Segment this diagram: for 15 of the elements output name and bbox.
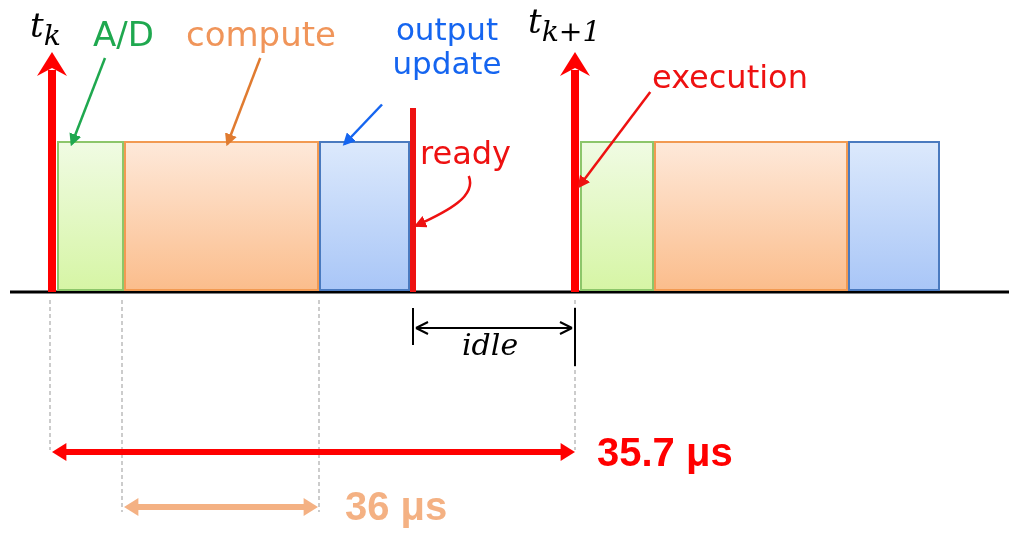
- annotation-label: A/D: [93, 16, 173, 56]
- dimension-label: 36 μs: [345, 486, 448, 526]
- dimension-label: 35.7 μs: [597, 432, 733, 472]
- dimension-label: idle: [462, 330, 519, 360]
- annotation-label: compute: [186, 16, 351, 56]
- leader-arrow: [225, 57, 262, 147]
- time-label: t$_{k}$: [30, 8, 61, 51]
- annotation-label: ready: [420, 136, 526, 176]
- annotation-label: output update: [382, 12, 512, 86]
- leader-arrow: [413, 175, 472, 228]
- time-label: t$_{k+1}$: [528, 4, 601, 47]
- leader-arrow: [69, 57, 107, 147]
- leader-arrow: [577, 91, 652, 189]
- annotation-label: execution: [652, 60, 827, 100]
- leader-arrow: [342, 103, 383, 146]
